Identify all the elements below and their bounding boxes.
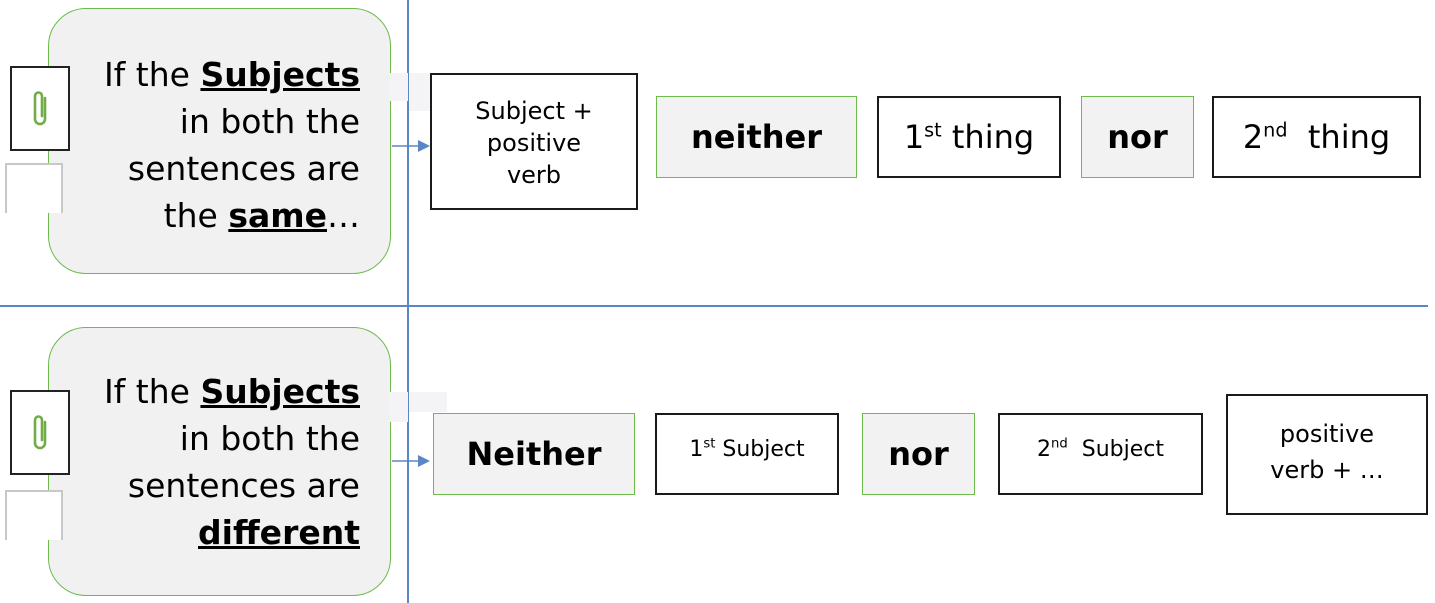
neither-box: neither [656, 96, 857, 178]
second-subject-box: 2nd Subject [998, 413, 1203, 495]
attachment-placeholder [5, 490, 63, 540]
first-thing-box: 1st thing [877, 96, 1061, 178]
ghost-tab [409, 392, 447, 412]
attachment-placeholder [5, 163, 63, 213]
paperclip-icon [33, 415, 47, 450]
attachment-box[interactable] [10, 390, 70, 475]
nor-box-2: nor [862, 413, 975, 495]
condition-text-different: If the Subjects in both the sentences ar… [103, 372, 360, 552]
vertical-divider [407, 0, 409, 603]
condition-box-same: If the Subjects in both the sentences ar… [48, 8, 391, 274]
ghost-tab [390, 73, 408, 101]
second-thing-box: 2nd thing [1212, 96, 1421, 178]
first-subject-box: 1st Subject [655, 413, 839, 495]
horizontal-divider [0, 305, 1428, 307]
positive-verb-box: positive verb + … [1226, 394, 1428, 515]
subject-positive-verb-box: Subject + positive verb [430, 73, 638, 210]
arrow-right-icon [392, 140, 430, 152]
ghost-tab [390, 392, 408, 422]
condition-text-same: If the Subjects in both the sentences ar… [103, 55, 360, 235]
paperclip-icon [33, 91, 47, 126]
neither-capital-box: Neither [433, 413, 635, 495]
arrow-right-icon [392, 455, 430, 467]
attachment-box[interactable] [10, 66, 70, 151]
nor-box: nor [1081, 96, 1194, 178]
condition-box-different: If the Subjects in both the sentences ar… [48, 327, 391, 596]
